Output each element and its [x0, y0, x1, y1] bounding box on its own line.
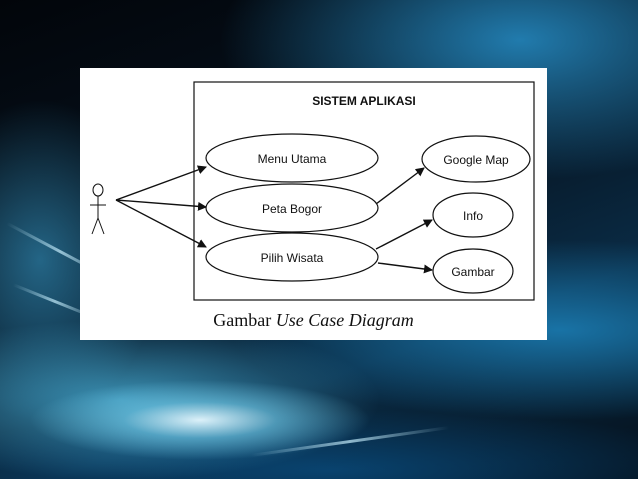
use-case-google-map [421, 135, 531, 183]
use-case-info-label: Info [463, 209, 483, 223]
caption-title: Use Case Diagram [275, 310, 414, 330]
figure-caption: Gambar Use Case Diagram [80, 310, 547, 331]
use-case-info [432, 192, 514, 238]
use-case-peta-bogor-label: Peta Bogor [262, 202, 322, 216]
use-case-pilih-wisata [205, 232, 379, 282]
use-case-google-map-label: Google Map [443, 153, 509, 167]
use-case-relations [375, 167, 433, 274]
use-case-gambar [432, 248, 514, 294]
actor-associations [115, 165, 207, 248]
diagram-panel: SISTEM APLIKASI Menu Utama Peta Bogor Pi… [80, 68, 547, 340]
use-case-peta-bogor [205, 183, 379, 233]
system-title: SISTEM APLIKASI [312, 94, 416, 108]
system-boundary [193, 81, 535, 301]
use-case-menu-utama [205, 133, 379, 183]
use-case-diagram: SISTEM APLIKASI Menu Utama Peta Bogor Pi… [90, 81, 535, 301]
use-case-gambar-label: Gambar [451, 265, 494, 279]
use-case-pilih-wisata-label: Pilih Wisata [261, 251, 324, 265]
actor-icon [90, 183, 106, 235]
caption-prefix: Gambar [213, 310, 272, 330]
use-case-menu-utama-label: Menu Utama [258, 152, 327, 166]
